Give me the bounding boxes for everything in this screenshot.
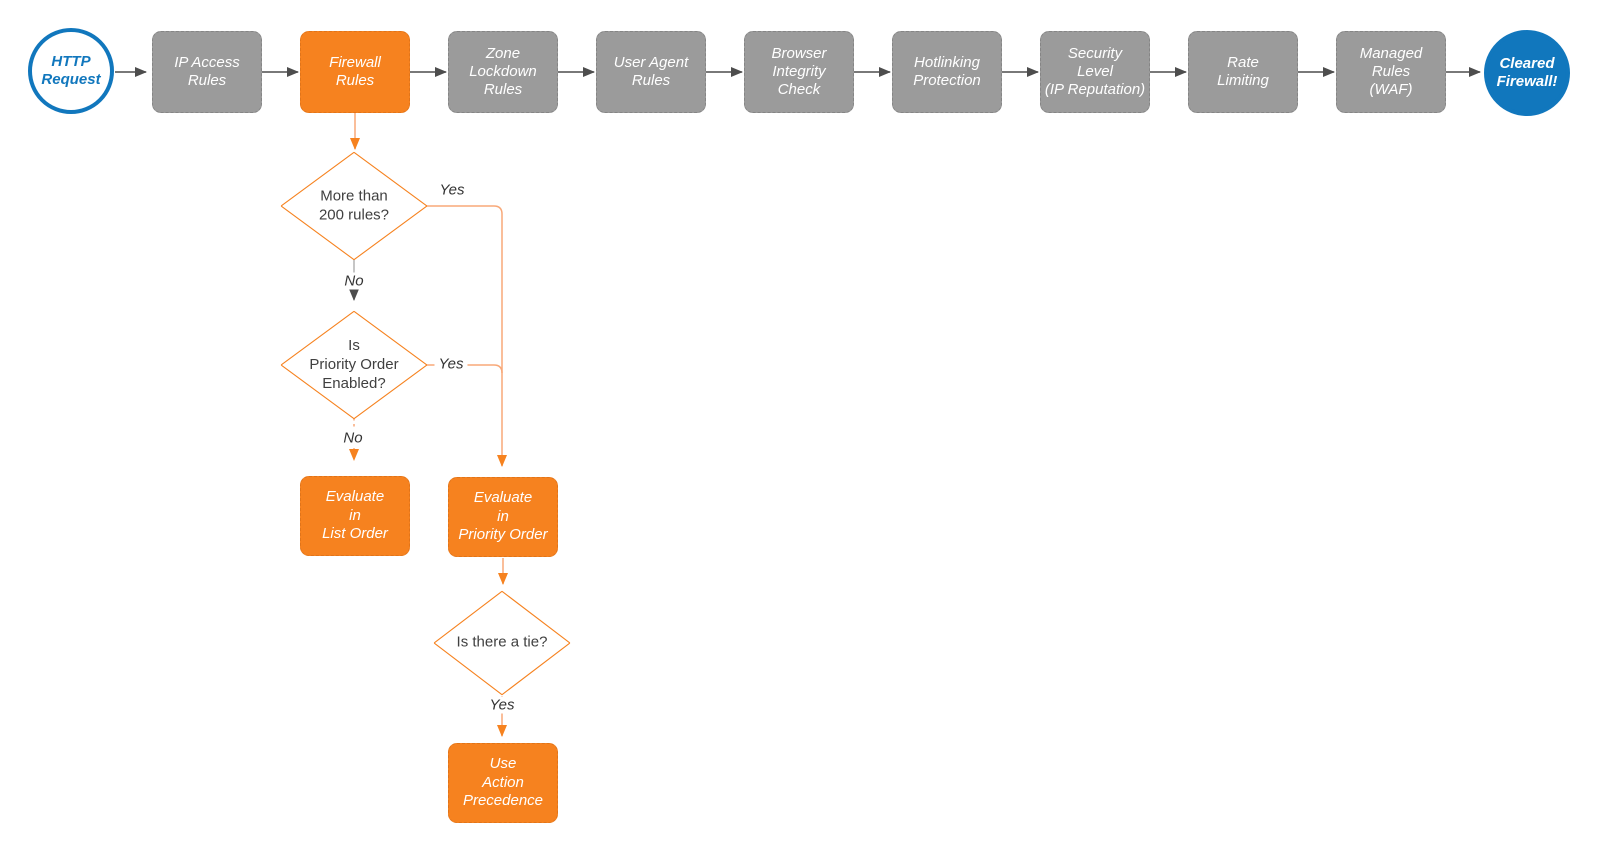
node-managed-rules-waf: Managed Rules (WAF)	[1336, 31, 1446, 113]
node-browser-integrity-check: Browser Integrity Check	[744, 31, 854, 113]
subflow-connectors	[349, 113, 508, 737]
decision-more-than-200-rules-shape	[280, 151, 428, 261]
decision-is-there-a-tie-label: Is there a tie?	[456, 633, 548, 651]
node-ip-access-rules: IP Access Rules	[152, 31, 262, 113]
decision-is-there-a-tie-shape	[433, 590, 571, 696]
node-use-action-precedence: Use Action Precedence	[448, 743, 558, 823]
decision-priority-order-enabled-shape	[280, 310, 428, 420]
node-hotlinking-protection: Hotlinking Protection	[892, 31, 1002, 113]
node-evaluate-list-order: Evaluate in List Order	[300, 476, 410, 556]
node-user-agent-rules: User Agent Rules	[596, 31, 706, 113]
edge-label-no-priority: No	[339, 429, 367, 447]
node-cleared-firewall: Cleared Firewall!	[1484, 30, 1570, 116]
node-http-request: HTTP Request	[28, 28, 114, 114]
edge-label-yes-priority: Yes	[434, 355, 468, 373]
decision-priority-order-enabled-label: Is Priority Order Enabled?	[309, 336, 399, 392]
node-evaluate-priority-order: Evaluate in Priority Order	[448, 477, 558, 557]
edge-yes-rulecount-to-priority-eval	[426, 205, 507, 467]
decision-more-than-200-rules-label: More than 200 rules?	[318, 187, 390, 223]
edge-yes-priority-enabled	[426, 364, 503, 374]
edge-label-yes-tie: Yes	[485, 696, 519, 714]
node-security-level: Security Level (IP Reputation)	[1040, 31, 1150, 113]
edge-label-yes-rulecount: Yes	[439, 181, 465, 199]
node-zone-lockdown-rules: Zone Lockdown Rules	[448, 31, 558, 113]
edge-label-no-rulecount: No	[340, 272, 368, 290]
node-firewall-rules: Firewall Rules	[300, 31, 410, 113]
node-rate-limiting: Rate Limiting	[1188, 31, 1298, 113]
